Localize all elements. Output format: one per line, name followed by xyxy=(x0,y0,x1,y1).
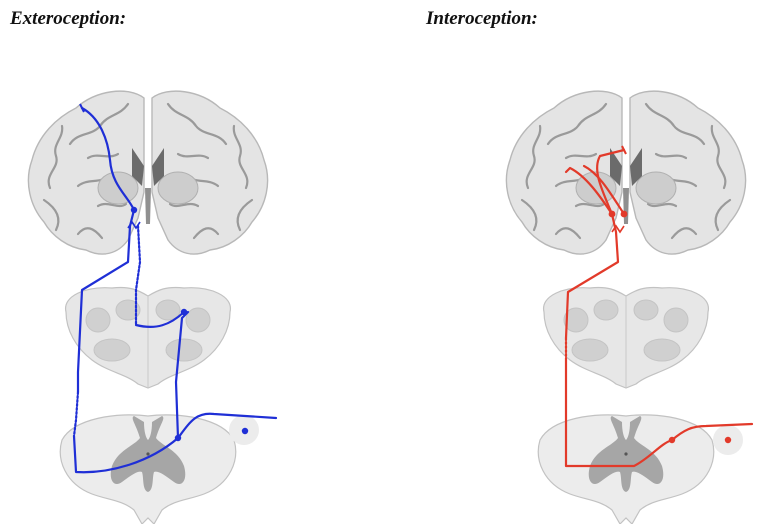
left-medulla-section xyxy=(66,287,231,388)
right-brain-section xyxy=(506,91,745,254)
left-spinal-section xyxy=(60,415,235,524)
left-brain-section xyxy=(28,91,267,254)
exteroception-panel xyxy=(28,91,276,524)
right-spinal-section xyxy=(538,415,713,524)
interoception-panel xyxy=(506,91,752,524)
